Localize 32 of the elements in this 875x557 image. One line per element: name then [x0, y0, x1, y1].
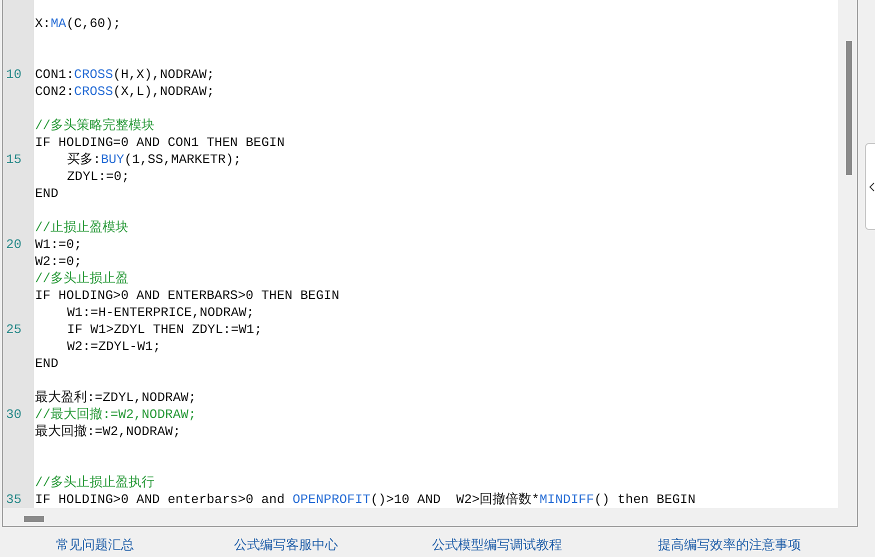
code-line: //多头策略完整模块: [35, 117, 155, 134]
code-line: 最大盈利:=ZDYL,NODRAW;: [35, 389, 196, 406]
code-line: X:MA(C,60);: [35, 15, 121, 32]
line-number: 20: [6, 236, 22, 253]
code-line: IF HOLDING>0 AND ENTERBARS>0 THEN BEGIN: [35, 287, 340, 304]
code-line: 买多:BUY(1,SS,MARKETR);: [67, 151, 242, 168]
code-line: //多头止损止盈执行: [35, 474, 155, 491]
line-number: 15: [6, 151, 22, 168]
code-line: END: [35, 185, 58, 202]
code-line: IF HOLDING=0 AND CON1 THEN BEGIN: [35, 134, 285, 151]
code-line: ZDYL:=0;: [67, 168, 130, 185]
line-number: 25: [6, 321, 22, 338]
code-line: END: [35, 355, 58, 372]
line-number: 35: [6, 491, 22, 508]
code-line: IF HOLDING>0 AND enterbars>0 and OPENPROFIT()>10 AND W2>回撤倍数*MINDIFF() then BEGIN: [35, 491, 696, 508]
code-line: W1:=0;: [35, 236, 82, 253]
code-line: //多头止损止盈: [35, 270, 129, 287]
code-line: CON2:CROSS(X,L),NODRAW;: [35, 83, 214, 100]
code-line: //止损止盈模块: [35, 219, 129, 236]
code-line: W2:=0;: [35, 253, 82, 270]
help-link: 公式模型编写调试教程: [432, 537, 562, 555]
code-line: CON1:CROSS(H,X),NODRAW;: [35, 66, 214, 83]
code-line: 最大回撤:=W2,NODRAW;: [35, 423, 181, 440]
code-line: W1:=H-ENTERPRICE,NODRAW;: [67, 304, 254, 321]
help-link: 常见问题汇总: [56, 537, 134, 555]
help-link: 公式编写客服中心: [234, 537, 338, 555]
code-line: IF W1>ZDYL THEN ZDYL:=W1;: [67, 321, 262, 338]
code-line: //最大回撤:=W2,NODRAW;: [35, 406, 196, 423]
line-number: 30: [6, 406, 22, 423]
help-link: 提高编写效率的注意事项: [658, 537, 801, 555]
code-line: W2:=ZDYL-W1;: [67, 338, 161, 355]
line-number: 10: [6, 66, 22, 83]
